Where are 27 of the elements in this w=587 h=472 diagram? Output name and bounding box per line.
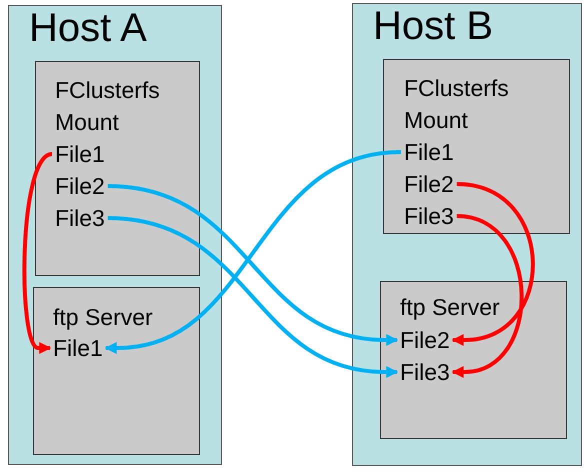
arrow — [452, 182, 535, 346]
file-label: File1 — [53, 332, 103, 364]
file-label: File1 — [404, 136, 454, 168]
file-label: File3 — [404, 200, 454, 232]
arrow — [22, 152, 53, 354]
panel-heading: FClusterfs Mount — [55, 76, 161, 137]
arrow — [108, 184, 398, 346]
arrow — [108, 216, 398, 378]
arrow — [452, 214, 524, 378]
file-label: File2 — [55, 170, 105, 202]
host-panel — [8, 5, 222, 465]
file-label: File3 — [400, 356, 450, 388]
component-panel — [35, 61, 200, 276]
panel-heading: FClusterfs Mount — [404, 74, 510, 135]
component-panel — [383, 59, 570, 234]
file-label: File2 — [400, 324, 450, 356]
component-panel — [33, 287, 200, 455]
host-title: Host B — [373, 4, 494, 48]
file-label: File3 — [55, 202, 105, 234]
file-label: File2 — [404, 168, 454, 200]
panel-heading: ftp Server — [400, 293, 501, 322]
component-panel — [380, 281, 567, 439]
panel-heading: ftp Server — [53, 303, 154, 332]
arrow — [104, 150, 402, 354]
host-title: Host A — [29, 6, 148, 50]
file-label: File1 — [55, 138, 105, 170]
host-panel — [352, 3, 582, 466]
